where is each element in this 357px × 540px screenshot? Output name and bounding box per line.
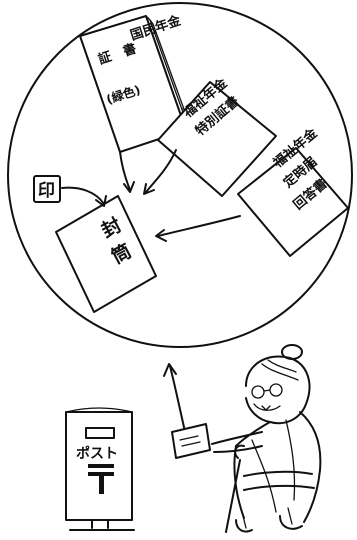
envelope: 封 筒 <box>55 195 157 313</box>
arrow-icon <box>61 149 241 242</box>
postbox-label: ポスト <box>76 445 118 462</box>
arrow-icon <box>163 363 187 437</box>
elderly-person-figure <box>171 344 322 533</box>
seal-text: 印 <box>38 181 55 201</box>
kokumin-col1: 国民年金 <box>128 12 183 44</box>
postbox-icon: ポスト 〒 <box>65 407 135 531</box>
seal-stamp-icon: 印 <box>33 175 61 203</box>
document-circle <box>7 2 353 348</box>
